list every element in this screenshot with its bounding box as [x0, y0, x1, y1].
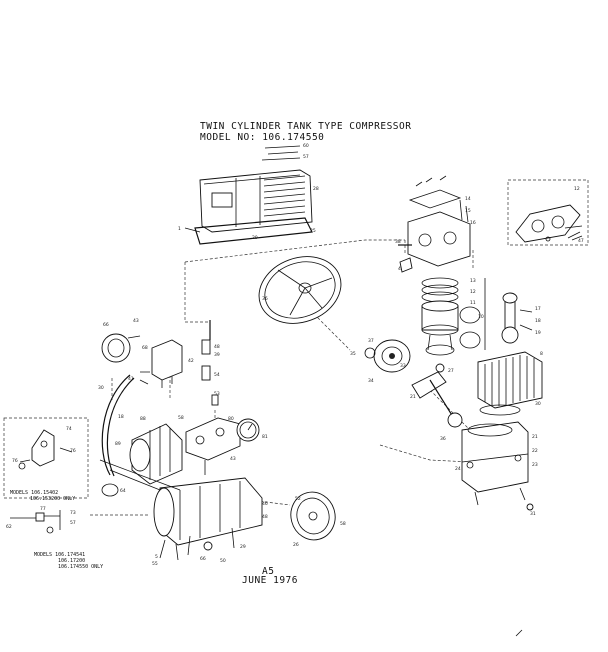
- svg-text:43: 43: [133, 318, 139, 324]
- svg-text:89: 89: [115, 441, 121, 447]
- svg-text:35: 35: [350, 351, 356, 357]
- svg-text:1: 1: [178, 226, 181, 232]
- svg-text:60: 60: [303, 143, 309, 149]
- svg-text:12: 12: [470, 289, 476, 295]
- flywheel: 36: [258, 256, 342, 324]
- svg-text:42: 42: [188, 358, 194, 364]
- svg-text:57: 57: [70, 520, 76, 526]
- svg-text:37: 37: [368, 338, 374, 344]
- svg-text:16: 16: [470, 220, 476, 226]
- page-label: A5: [262, 566, 275, 577]
- date-label: JUNE 1976: [242, 575, 298, 586]
- piston-assembly: 13 12 11 10: [421, 277, 484, 356]
- pressure-switch: 66 43 68 42 48 39 54 53 41: [101, 318, 220, 406]
- svg-text:28: 28: [313, 186, 319, 192]
- air-tank: 46 48 5 55 29 50 66: [99, 459, 268, 567]
- svg-text:27: 27: [448, 368, 454, 374]
- svg-text:68: 68: [142, 345, 148, 351]
- svg-text:66: 66: [200, 556, 206, 562]
- svg-text:54: 54: [214, 372, 220, 378]
- crankshaft: 37 35 33 34 21 27 36: [350, 338, 463, 442]
- svg-text:76: 76: [12, 458, 18, 464]
- svg-text:22: 22: [532, 448, 538, 454]
- svg-text:8: 8: [540, 351, 543, 357]
- svg-text:5: 5: [155, 554, 158, 560]
- svg-text:36: 36: [262, 296, 268, 302]
- cylinder-head-inset: 12 47: [507, 179, 589, 246]
- svg-text:10: 10: [478, 314, 484, 320]
- svg-text:43: 43: [398, 266, 404, 272]
- svg-text:19: 19: [535, 330, 541, 336]
- svg-text:14: 14: [465, 196, 471, 202]
- svg-text:52: 52: [295, 496, 301, 502]
- svg-text:34: 34: [368, 378, 374, 384]
- svg-text:41: 41: [128, 376, 134, 382]
- svg-text:88: 88: [140, 416, 146, 422]
- svg-text:53: 53: [214, 391, 220, 397]
- svg-text:46: 46: [262, 501, 268, 507]
- svg-text:11: 11: [470, 300, 476, 306]
- connecting-rod: 17 18 19: [484, 278, 541, 350]
- svg-text:25: 25: [310, 228, 316, 234]
- svg-text:48: 48: [214, 344, 220, 350]
- svg-text:23: 23: [532, 462, 538, 468]
- crankcase: 21 22 23 24 31: [455, 421, 538, 517]
- svg-text:29: 29: [252, 235, 258, 241]
- svg-text:55: 55: [152, 561, 158, 567]
- svg-text:36: 36: [440, 436, 446, 442]
- svg-text:58: 58: [340, 521, 346, 527]
- svg-text:17: 17: [535, 306, 541, 312]
- svg-text:13: 13: [470, 278, 476, 284]
- svg-text:66: 66: [103, 322, 109, 328]
- svg-text:38: 38: [395, 239, 401, 245]
- cylinder-block: 8 30: [477, 351, 543, 416]
- svg-text:47: 47: [578, 238, 584, 244]
- manifold-valve: 58 80 43: [178, 415, 241, 475]
- svg-text:29: 29: [240, 544, 246, 550]
- svg-text:64: 64: [120, 488, 126, 494]
- svg-text:43: 43: [230, 456, 236, 462]
- pressure-switch-inset: 74 76 76: [3, 417, 89, 499]
- stray-mark: [515, 629, 523, 637]
- svg-text:81: 81: [262, 434, 268, 440]
- svg-text:18: 18: [118, 414, 124, 420]
- svg-text:80: 80: [228, 416, 234, 422]
- svg-text:77: 77: [40, 506, 46, 512]
- svg-text:74: 74: [66, 426, 72, 432]
- belt-guard: 60 57 28 25 1 29: [178, 143, 319, 245]
- svg-text:24: 24: [455, 466, 461, 472]
- diagram-title: TWIN CYLINDER TANK TYPE COMPRESSOR: [200, 121, 412, 132]
- svg-text:30: 30: [98, 385, 104, 391]
- svg-text:39: 39: [214, 352, 220, 358]
- cylinder-head: 14 15 16 43 38: [395, 175, 476, 273]
- svg-text:57: 57: [303, 154, 309, 160]
- svg-text:21: 21: [410, 394, 416, 400]
- svg-text:18: 18: [535, 318, 541, 324]
- svg-text:73: 73: [70, 510, 76, 516]
- wheel: 26 58 52: [290, 491, 346, 548]
- pressure-gauge: 81: [236, 418, 268, 442]
- svg-text:21: 21: [532, 434, 538, 440]
- svg-text:30: 30: [535, 401, 541, 407]
- svg-text:15: 15: [465, 208, 471, 214]
- inset-note-1: MODELS 106.15402 106.153200 ONLY: [10, 490, 76, 502]
- svg-text:76: 76: [70, 448, 76, 454]
- svg-text:31: 31: [530, 511, 536, 517]
- model-number: MODEL NO: 106.174550: [200, 132, 325, 143]
- svg-text:26: 26: [293, 542, 299, 548]
- drain-fittings: 62 77 73 57: [6, 506, 76, 534]
- svg-text:50: 50: [220, 558, 226, 564]
- svg-text:58: 58: [178, 415, 184, 421]
- svg-text:62: 62: [6, 524, 12, 530]
- motor: 89 88 18: [109, 414, 220, 491]
- svg-text:48: 48: [262, 514, 268, 520]
- inset-note-2: MODELS 106.174541 106.17200 106.174550 O…: [34, 552, 104, 570]
- svg-text:12: 12: [574, 186, 580, 192]
- svg-text:33: 33: [400, 363, 406, 369]
